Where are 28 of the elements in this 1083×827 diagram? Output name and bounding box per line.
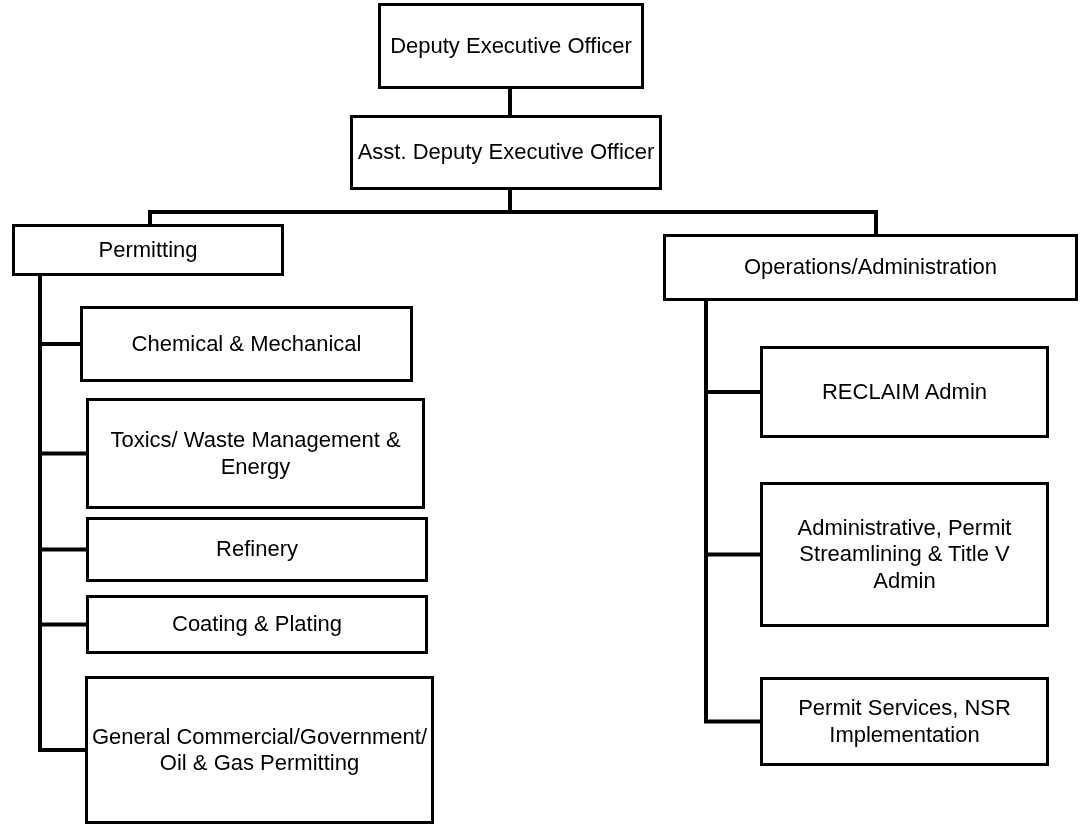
org-box xyxy=(760,482,1049,627)
box-label: Refinery xyxy=(216,536,298,563)
box-label: Administrative, Permit Streamlining & Title V Admin xyxy=(796,514,1013,595)
box-label: Operations/Administration xyxy=(743,254,998,281)
org-box xyxy=(12,224,284,276)
org-box xyxy=(86,398,425,509)
box-label: Toxics/ Waste Management & Energy xyxy=(109,427,402,480)
org-box xyxy=(86,517,428,582)
connector-line xyxy=(508,89,512,115)
box-label: Deputy Executive Officer xyxy=(390,32,632,60)
org-box xyxy=(80,306,413,382)
org-box xyxy=(85,676,434,824)
box-label: Permit Services, NSR Implementation xyxy=(797,695,1012,748)
connector-line xyxy=(704,301,760,724)
org-box xyxy=(760,677,1049,766)
box-label: Asst. Deputy Executive Officer xyxy=(357,139,655,166)
connector-line xyxy=(38,276,85,752)
org-box xyxy=(760,346,1049,438)
org-box xyxy=(663,234,1078,301)
connector-line xyxy=(508,190,878,234)
box-label: Chemical & Mechanical xyxy=(131,330,362,358)
org-box xyxy=(86,595,428,654)
org-box xyxy=(378,3,644,89)
box-label: Permitting xyxy=(98,236,198,264)
box-label: Coating & Plating xyxy=(172,611,342,638)
box-label: General Commercial/Government/ Oil & Gas Permitting xyxy=(92,723,427,777)
org-box xyxy=(350,115,662,190)
box-label: RECLAIM Admin xyxy=(821,378,988,406)
